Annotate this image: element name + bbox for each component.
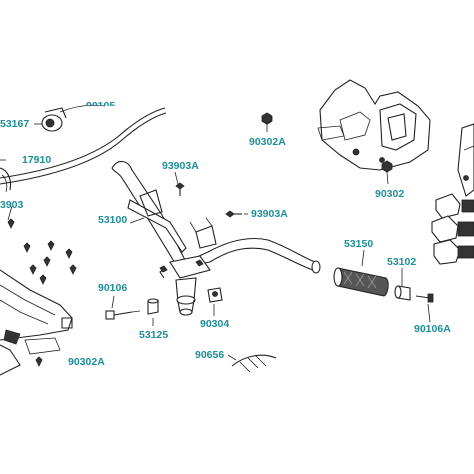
label-cutoff-top: 90105 bbox=[86, 100, 116, 106]
screw-93903a-mid bbox=[225, 210, 242, 218]
handlebar-53100 bbox=[111, 160, 321, 316]
cable-17910 bbox=[0, 159, 12, 193]
label-53167: 53167 bbox=[0, 118, 30, 130]
throttle-grip-53150 bbox=[333, 267, 389, 297]
label-90302a-bottom: 90302A bbox=[68, 356, 105, 366]
grip-end-53102 bbox=[394, 285, 411, 301]
label-90302a-top: 90302A bbox=[249, 136, 286, 148]
label-90304: 90304 bbox=[200, 318, 230, 330]
inner-panel bbox=[0, 269, 73, 376]
screw-set bbox=[7, 218, 77, 367]
switch-part-53167 bbox=[34, 107, 67, 132]
mirror-bracket bbox=[457, 123, 474, 197]
bolt-90106 bbox=[105, 310, 141, 320]
label-90106: 90106 bbox=[98, 282, 128, 294]
cover-90656 bbox=[231, 354, 277, 373]
right-switch-housing bbox=[317, 79, 431, 171]
label-53102: 53102 bbox=[387, 256, 417, 268]
label-53150: 53150 bbox=[344, 238, 374, 250]
label-90302: 90302 bbox=[375, 188, 405, 200]
nut-90302a-top bbox=[261, 112, 273, 125]
label-90106a: 90106A bbox=[414, 323, 451, 335]
leader-lines bbox=[7, 124, 431, 361]
screw-93903a-top bbox=[175, 182, 185, 196]
label-93903a-mid: 93903A bbox=[251, 208, 288, 220]
label-93903a-top: 93903A bbox=[162, 160, 199, 172]
label-17910: 17910 bbox=[22, 154, 52, 166]
right-switches bbox=[431, 193, 474, 265]
label-90656: 90656 bbox=[195, 349, 225, 361]
collar-53125 bbox=[147, 298, 159, 315]
front-cover-panel bbox=[0, 104, 167, 185]
nut-90302 bbox=[381, 160, 393, 173]
label-53125: 53125 bbox=[139, 329, 169, 341]
bolt-90106a bbox=[415, 293, 434, 303]
nut-90304 bbox=[207, 287, 223, 303]
label-3903: 3903 bbox=[0, 199, 24, 211]
label-53100: 53100 bbox=[98, 214, 128, 226]
